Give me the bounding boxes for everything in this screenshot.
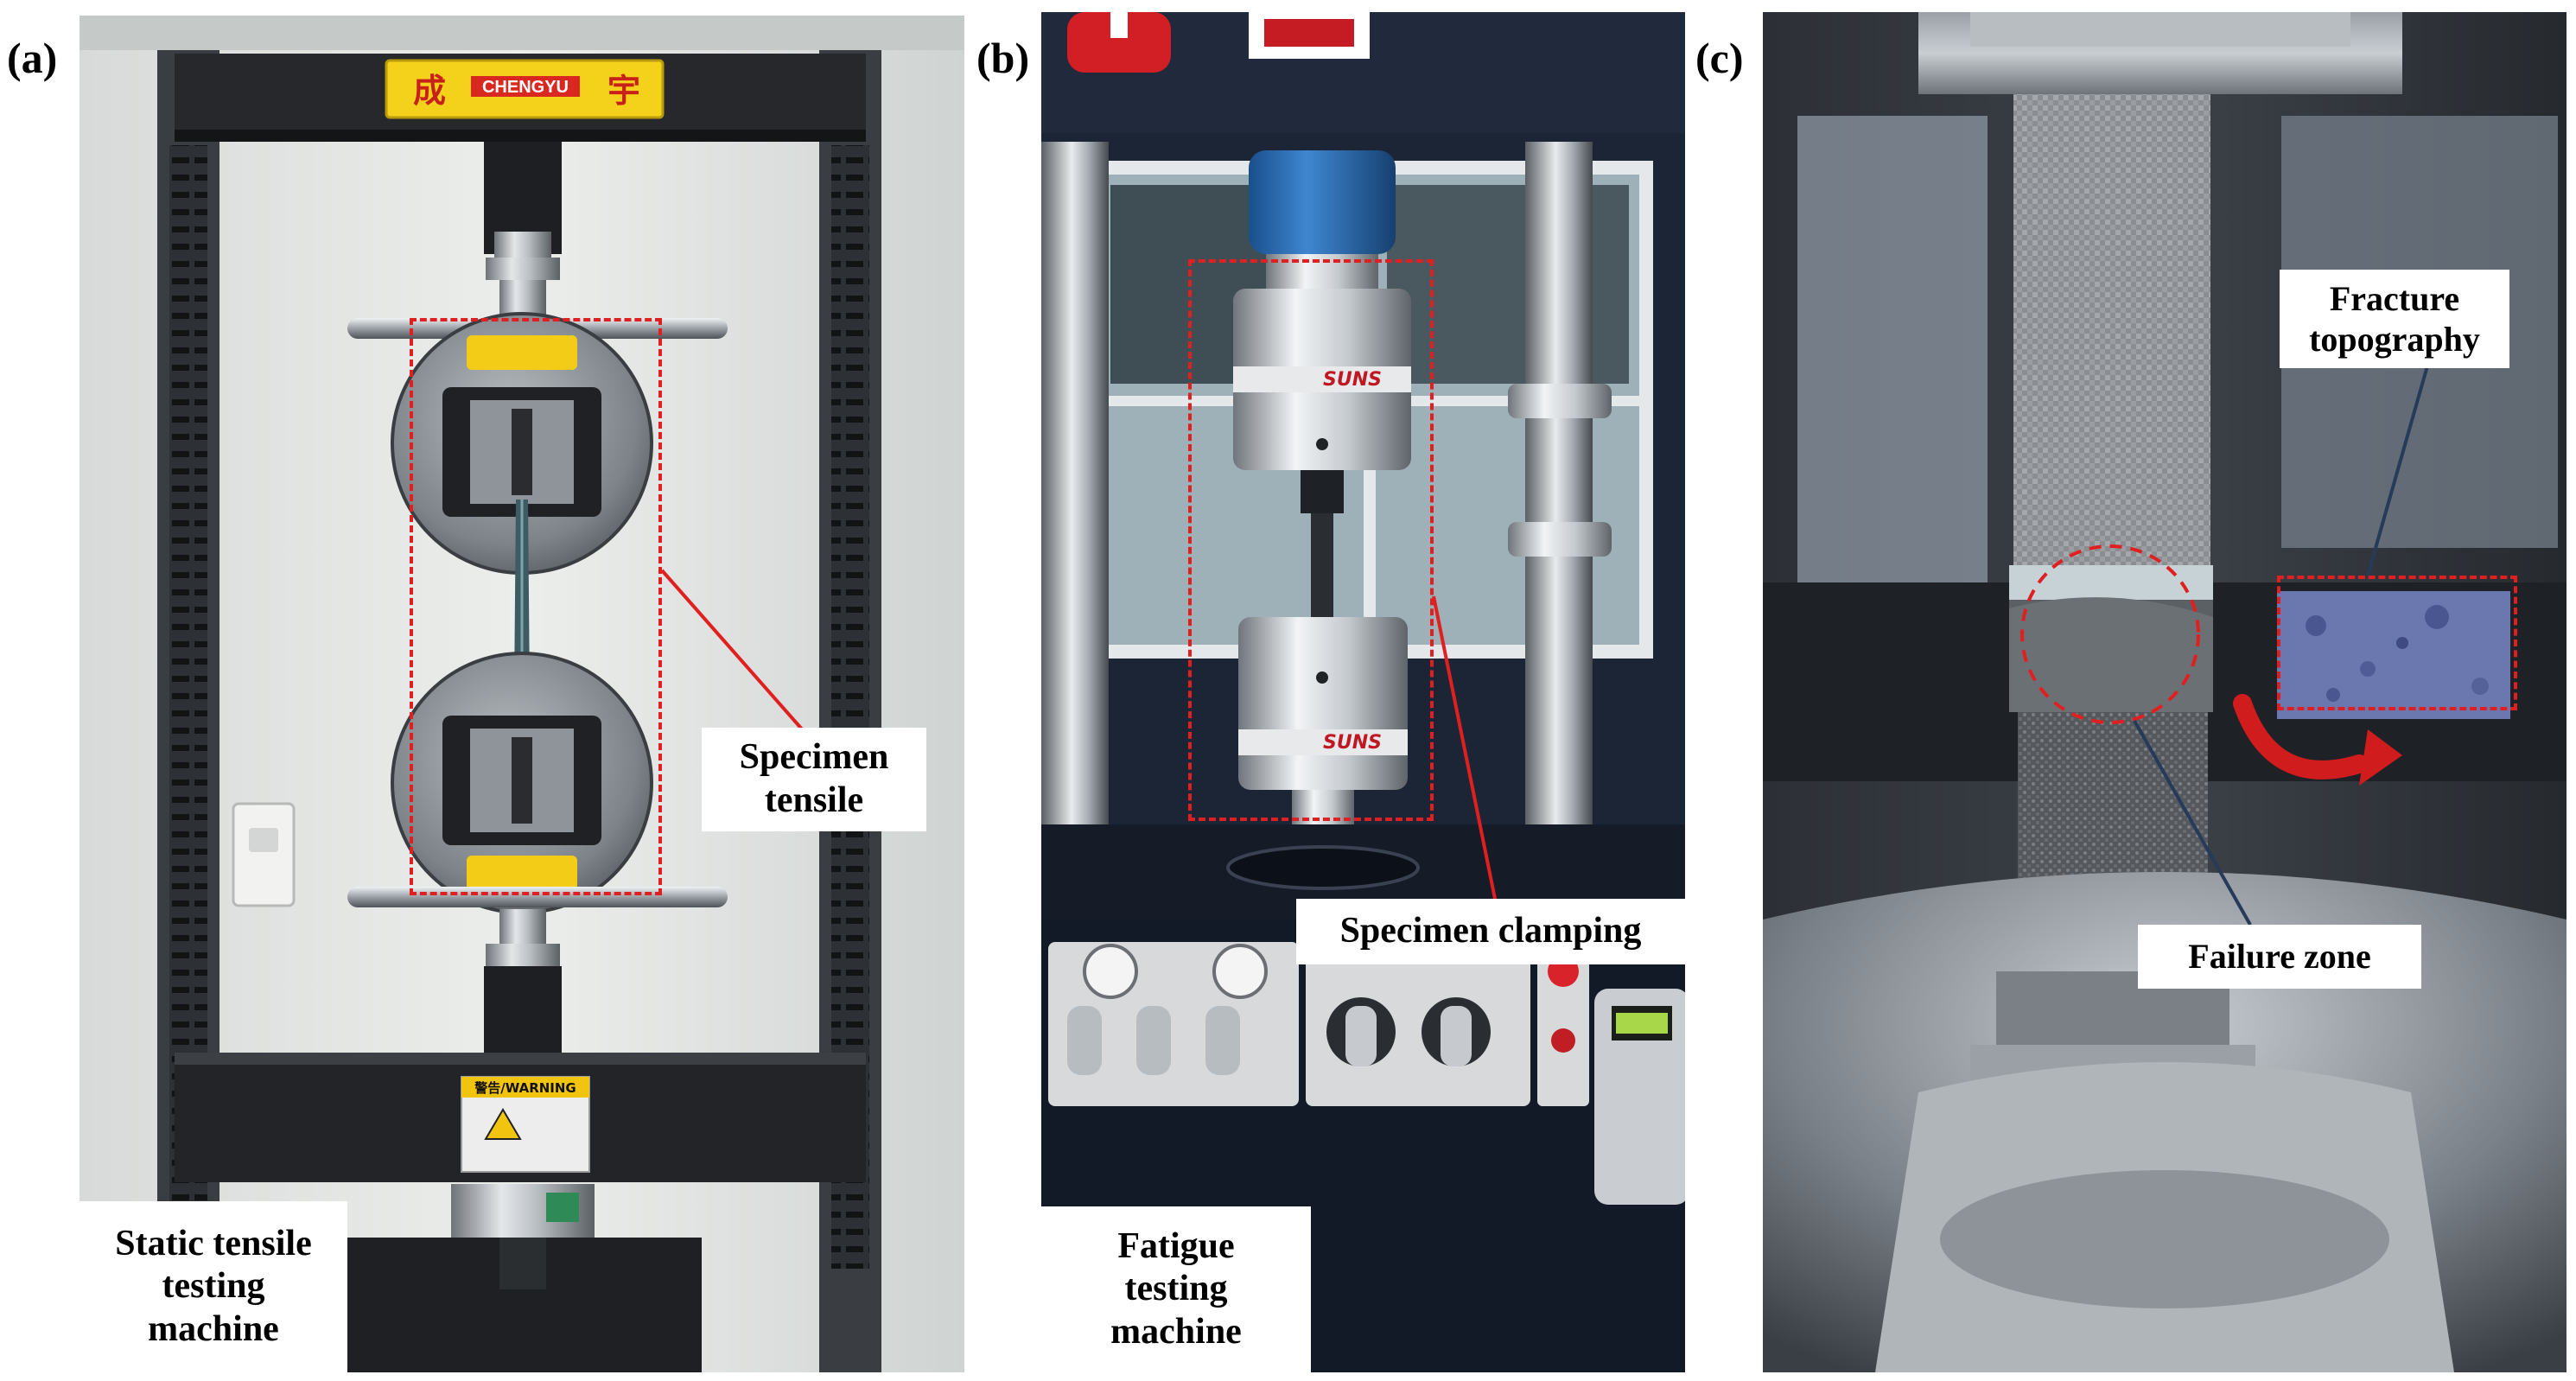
specimen-tensile-highlight [410,318,662,895]
brand-char-left: 成 [413,72,446,110]
callout-specimen-clamping: Specimen clamping [1296,899,1685,964]
failure-zone-circle [2020,544,2200,724]
brand-char-right: 宇 [607,72,640,110]
fracture-closeup-photo [1763,12,2566,1372]
callout-fracture-topography: Fracture topography [2280,270,2509,368]
warning-label-text: 警告/WARNING [474,1080,576,1096]
panel-a-photo: CHENGYU 成 宇 警告/WAR [80,16,964,1372]
brand-plate-text: CHENGYU [482,78,569,97]
panel-label-b: (b) [976,34,1030,82]
failure-zone-leader [2133,720,2252,926]
panel-c-photo [1763,12,2566,1372]
specimen-clamping-highlight [1188,259,1434,821]
upper-load-cell-brand: SUNS [1323,369,1382,391]
tensile-machine-photo: CHENGYU 成 宇 警告/WAR [80,16,964,1372]
lower-load-cell-brand: SUNS [1323,732,1382,754]
panel-label-c: (c) [1695,34,1744,82]
panel-label-a: (a) [7,34,58,82]
fracture-inset-highlight [2277,576,2517,710]
caption-fatigue-machine: Fatigue testing machine [1041,1206,1311,1372]
callout-failure-zone: Failure zone [2138,925,2421,989]
caption-static-tensile-machine: Static tensile testing machine [80,1201,347,1372]
fracture-topography-leader [2366,362,2430,576]
callout-specimen-tensile: Specimen tensile [702,728,926,831]
